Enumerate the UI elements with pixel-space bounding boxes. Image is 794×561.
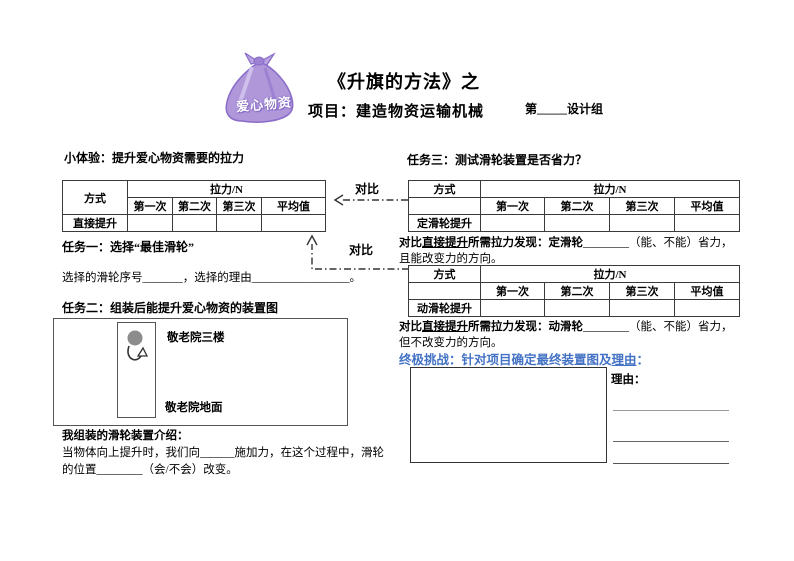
- movable-finding-line1[interactable]: 对比直接提升所需拉力发现：动滑轮________（能、不能）省力，: [399, 318, 733, 334]
- trial3-header: 第三次: [609, 282, 675, 300]
- movable-finding-line2: 但不改变力的方向。: [399, 337, 503, 349]
- movable-average-cell[interactable]: [674, 299, 740, 317]
- trial2-header: 第二次: [172, 197, 217, 215]
- compare-arrow-left-icon: [333, 194, 408, 206]
- finding-rest: 所需拉力发现：定滑轮: [468, 237, 583, 249]
- average-header: 平均值: [261, 197, 326, 215]
- fixed-pulley-row-label: 定滑轮提升: [408, 214, 481, 232]
- fixed-trial2-cell[interactable]: [544, 214, 610, 232]
- trial3-header: 第三次: [609, 197, 675, 215]
- reason-writing-line[interactable]: [613, 441, 729, 442]
- experience-heading: 小体验：提升爱心物资需要的拉力: [64, 151, 245, 165]
- movable-pulley-table: 方式 拉力/N 第一次 第二次 第三次 平均值 动滑轮提升: [408, 265, 740, 317]
- direct-lift-table: 方式 拉力/N 第一次 第二次 第三次 平均值 直接提升: [62, 180, 326, 232]
- intro-heading: 我组装的滑轮装置介绍：: [62, 430, 189, 442]
- intro-line2[interactable]: 的位置________（会/不会）改变。: [62, 464, 238, 476]
- trial2-header: 第二次: [544, 197, 610, 215]
- task2-heading: 任务二：组装后能提升爱心物资的装置图: [62, 301, 279, 315]
- trial1-header: 第一次: [480, 282, 545, 300]
- mode-header-cell: 方式: [408, 265, 481, 283]
- trial1-header: 第一次: [480, 197, 545, 215]
- finding-prefix: 对比: [399, 321, 422, 333]
- finding-blank[interactable]: ________（能、不能）省力，: [583, 237, 733, 249]
- fixed-finding-line1[interactable]: 对比直接提升所需拉力发现：定滑轮________（能、不能）省力，: [399, 234, 733, 250]
- task3-heading: 任务三：测试滑轮装置是否省力？: [407, 153, 588, 167]
- direct-trial3-cell[interactable]: [216, 214, 262, 232]
- table-row: 直接提升: [62, 214, 326, 232]
- finding-blank[interactable]: ________（能、不能）省力，: [583, 321, 733, 333]
- compare-label-top: 对比: [355, 182, 380, 196]
- page-title: 《升旗的方法》之: [328, 72, 480, 92]
- design-group-blank[interactable]: 第_____设计组: [525, 102, 604, 116]
- challenge-heading-prefix: 终极挑战：针对项目确定最终装置图及: [399, 353, 612, 367]
- trial2-header: 第二次: [544, 282, 610, 300]
- reason-writing-line[interactable]: [613, 410, 729, 411]
- force-header-cell: 拉力/N: [480, 265, 740, 283]
- fixed-trial3-cell[interactable]: [609, 214, 675, 232]
- direct-average-cell[interactable]: [261, 214, 326, 232]
- force-header-cell: 拉力/N: [127, 180, 326, 198]
- average-header: 平均值: [674, 197, 740, 215]
- device-diagram-box: 敬老院三楼 敬老院地面: [53, 318, 348, 426]
- force-header-cell: 拉力/N: [480, 180, 740, 198]
- finding-emph: 直接提升: [422, 321, 468, 333]
- challenge-heading-suffix: ：: [636, 353, 650, 367]
- pulley-sketch-icon: [127, 330, 149, 361]
- trial1-header: 第一次: [127, 197, 173, 215]
- direct-trial2-cell[interactable]: [172, 214, 217, 232]
- challenge-heading: 终极挑战：针对项目确定最终装置图及理由：: [399, 349, 649, 368]
- reason-label: 理由：: [611, 374, 646, 386]
- fixed-trial1-cell[interactable]: [480, 214, 545, 232]
- direct-lift-row-label: 直接提升: [62, 214, 128, 232]
- project-subtitle: 项目：建造物资运输机械: [308, 104, 485, 120]
- compare-label-bottom: 对比: [349, 243, 374, 257]
- movable-trial1-cell[interactable]: [480, 299, 545, 317]
- fixed-average-cell[interactable]: [674, 214, 740, 232]
- trial3-header: 第三次: [216, 197, 262, 215]
- table-row: 动滑轮提升: [408, 299, 740, 317]
- movable-trial3-cell[interactable]: [609, 299, 675, 317]
- final-device-drawing-box[interactable]: [410, 367, 607, 463]
- finding-rest: 所需拉力发现：动滑轮: [468, 321, 583, 333]
- empty-header-cell: [408, 197, 481, 215]
- fixed-pulley-table: 方式 拉力/N 第一次 第二次 第三次 平均值 定滑轮提升: [408, 180, 740, 232]
- finding-prefix: 对比: [399, 237, 422, 249]
- reason-writing-line[interactable]: [613, 463, 729, 464]
- compare-arrow-up-icon: [306, 234, 409, 270]
- direct-trial1-cell[interactable]: [127, 214, 173, 232]
- table-row: 定滑轮提升: [408, 214, 740, 232]
- intro-line1[interactable]: 当物体向上提升时，我们向______施加力，在这个过程中，滑轮: [62, 447, 384, 459]
- challenge-heading-emph: 理由: [611, 353, 637, 367]
- empty-header-cell: [408, 282, 481, 300]
- average-header: 平均值: [674, 282, 740, 300]
- task1-fill-line[interactable]: 选择的滑轮序号_______，选择的理由_________________。: [62, 272, 361, 284]
- mode-header-cell: 方式: [62, 180, 128, 215]
- fixed-finding-line2: 且能改变力的方向。: [399, 253, 503, 265]
- movable-trial2-cell[interactable]: [544, 299, 610, 317]
- mode-header-cell: 方式: [408, 180, 481, 198]
- charity-bag-icon: [225, 52, 294, 123]
- ground-label: 敬老院地面: [165, 402, 223, 414]
- finding-emph: 直接提升: [422, 237, 468, 249]
- floor-label: 敬老院三楼: [167, 332, 225, 344]
- movable-pulley-row-label: 动滑轮提升: [408, 299, 481, 317]
- task1-heading: 任务一：选择“最佳滑轮”: [62, 240, 195, 254]
